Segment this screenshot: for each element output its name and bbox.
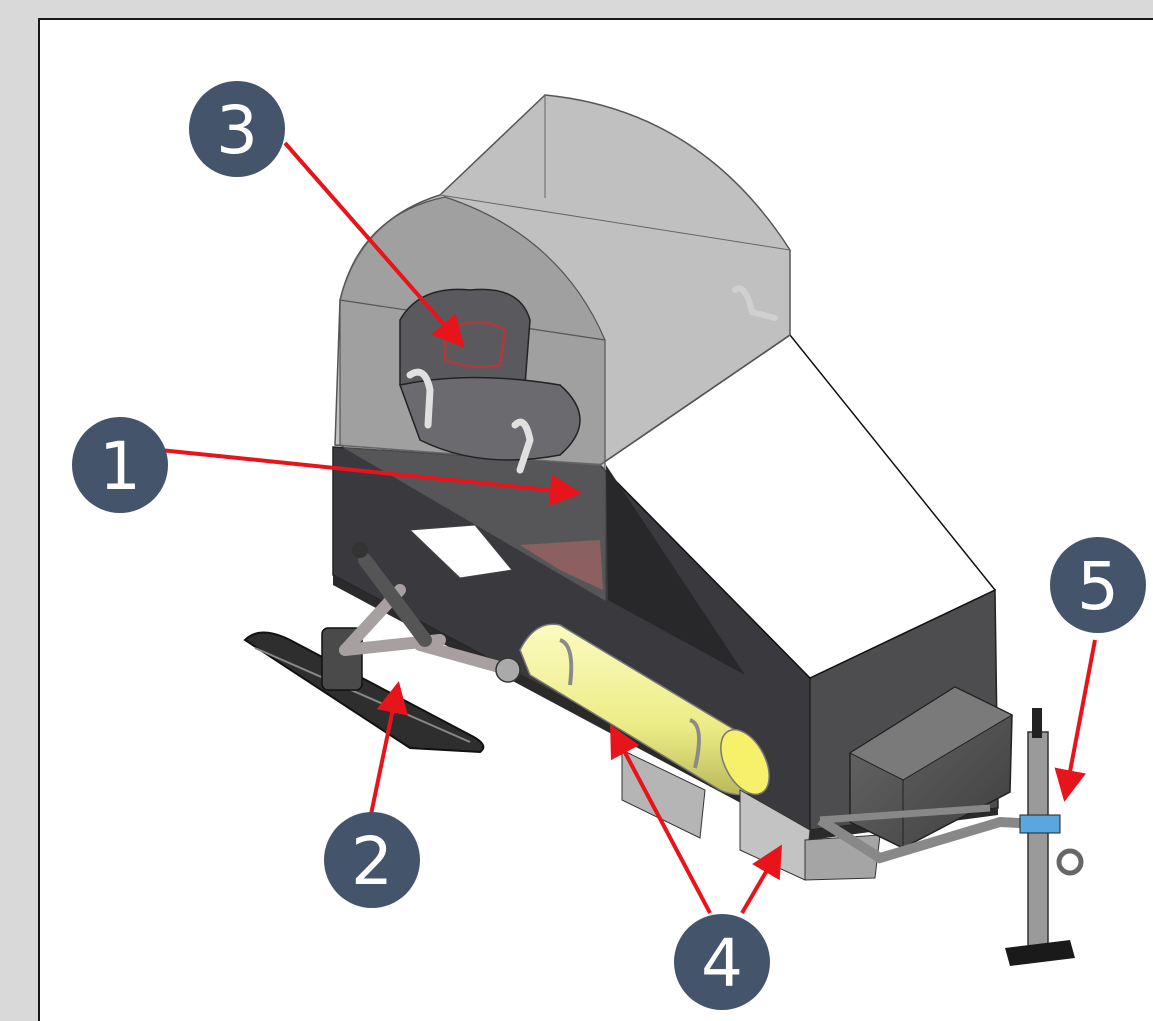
callout-2: 2	[324, 812, 420, 908]
arrow-1	[159, 448, 582, 507]
callout-5-label: 5	[1077, 548, 1119, 625]
callout-1: 1	[72, 417, 168, 513]
ski-assembly	[243, 542, 516, 754]
fuel-tank	[495, 623, 770, 796]
arrow-5	[1054, 639, 1097, 802]
hitch-and-jack	[817, 708, 1084, 966]
callout-4-label: 4	[701, 925, 743, 1002]
callout-2-label: 2	[351, 823, 393, 900]
callout-3-label: 3	[216, 92, 258, 169]
arrow-4b	[740, 844, 783, 915]
callout-5: 5	[1050, 537, 1146, 633]
arrow-3	[283, 141, 465, 349]
callout-3: 3	[189, 81, 285, 177]
callout-4: 4	[674, 914, 770, 1010]
callout-1-label: 1	[99, 428, 141, 505]
arrow-4a	[610, 724, 712, 914]
